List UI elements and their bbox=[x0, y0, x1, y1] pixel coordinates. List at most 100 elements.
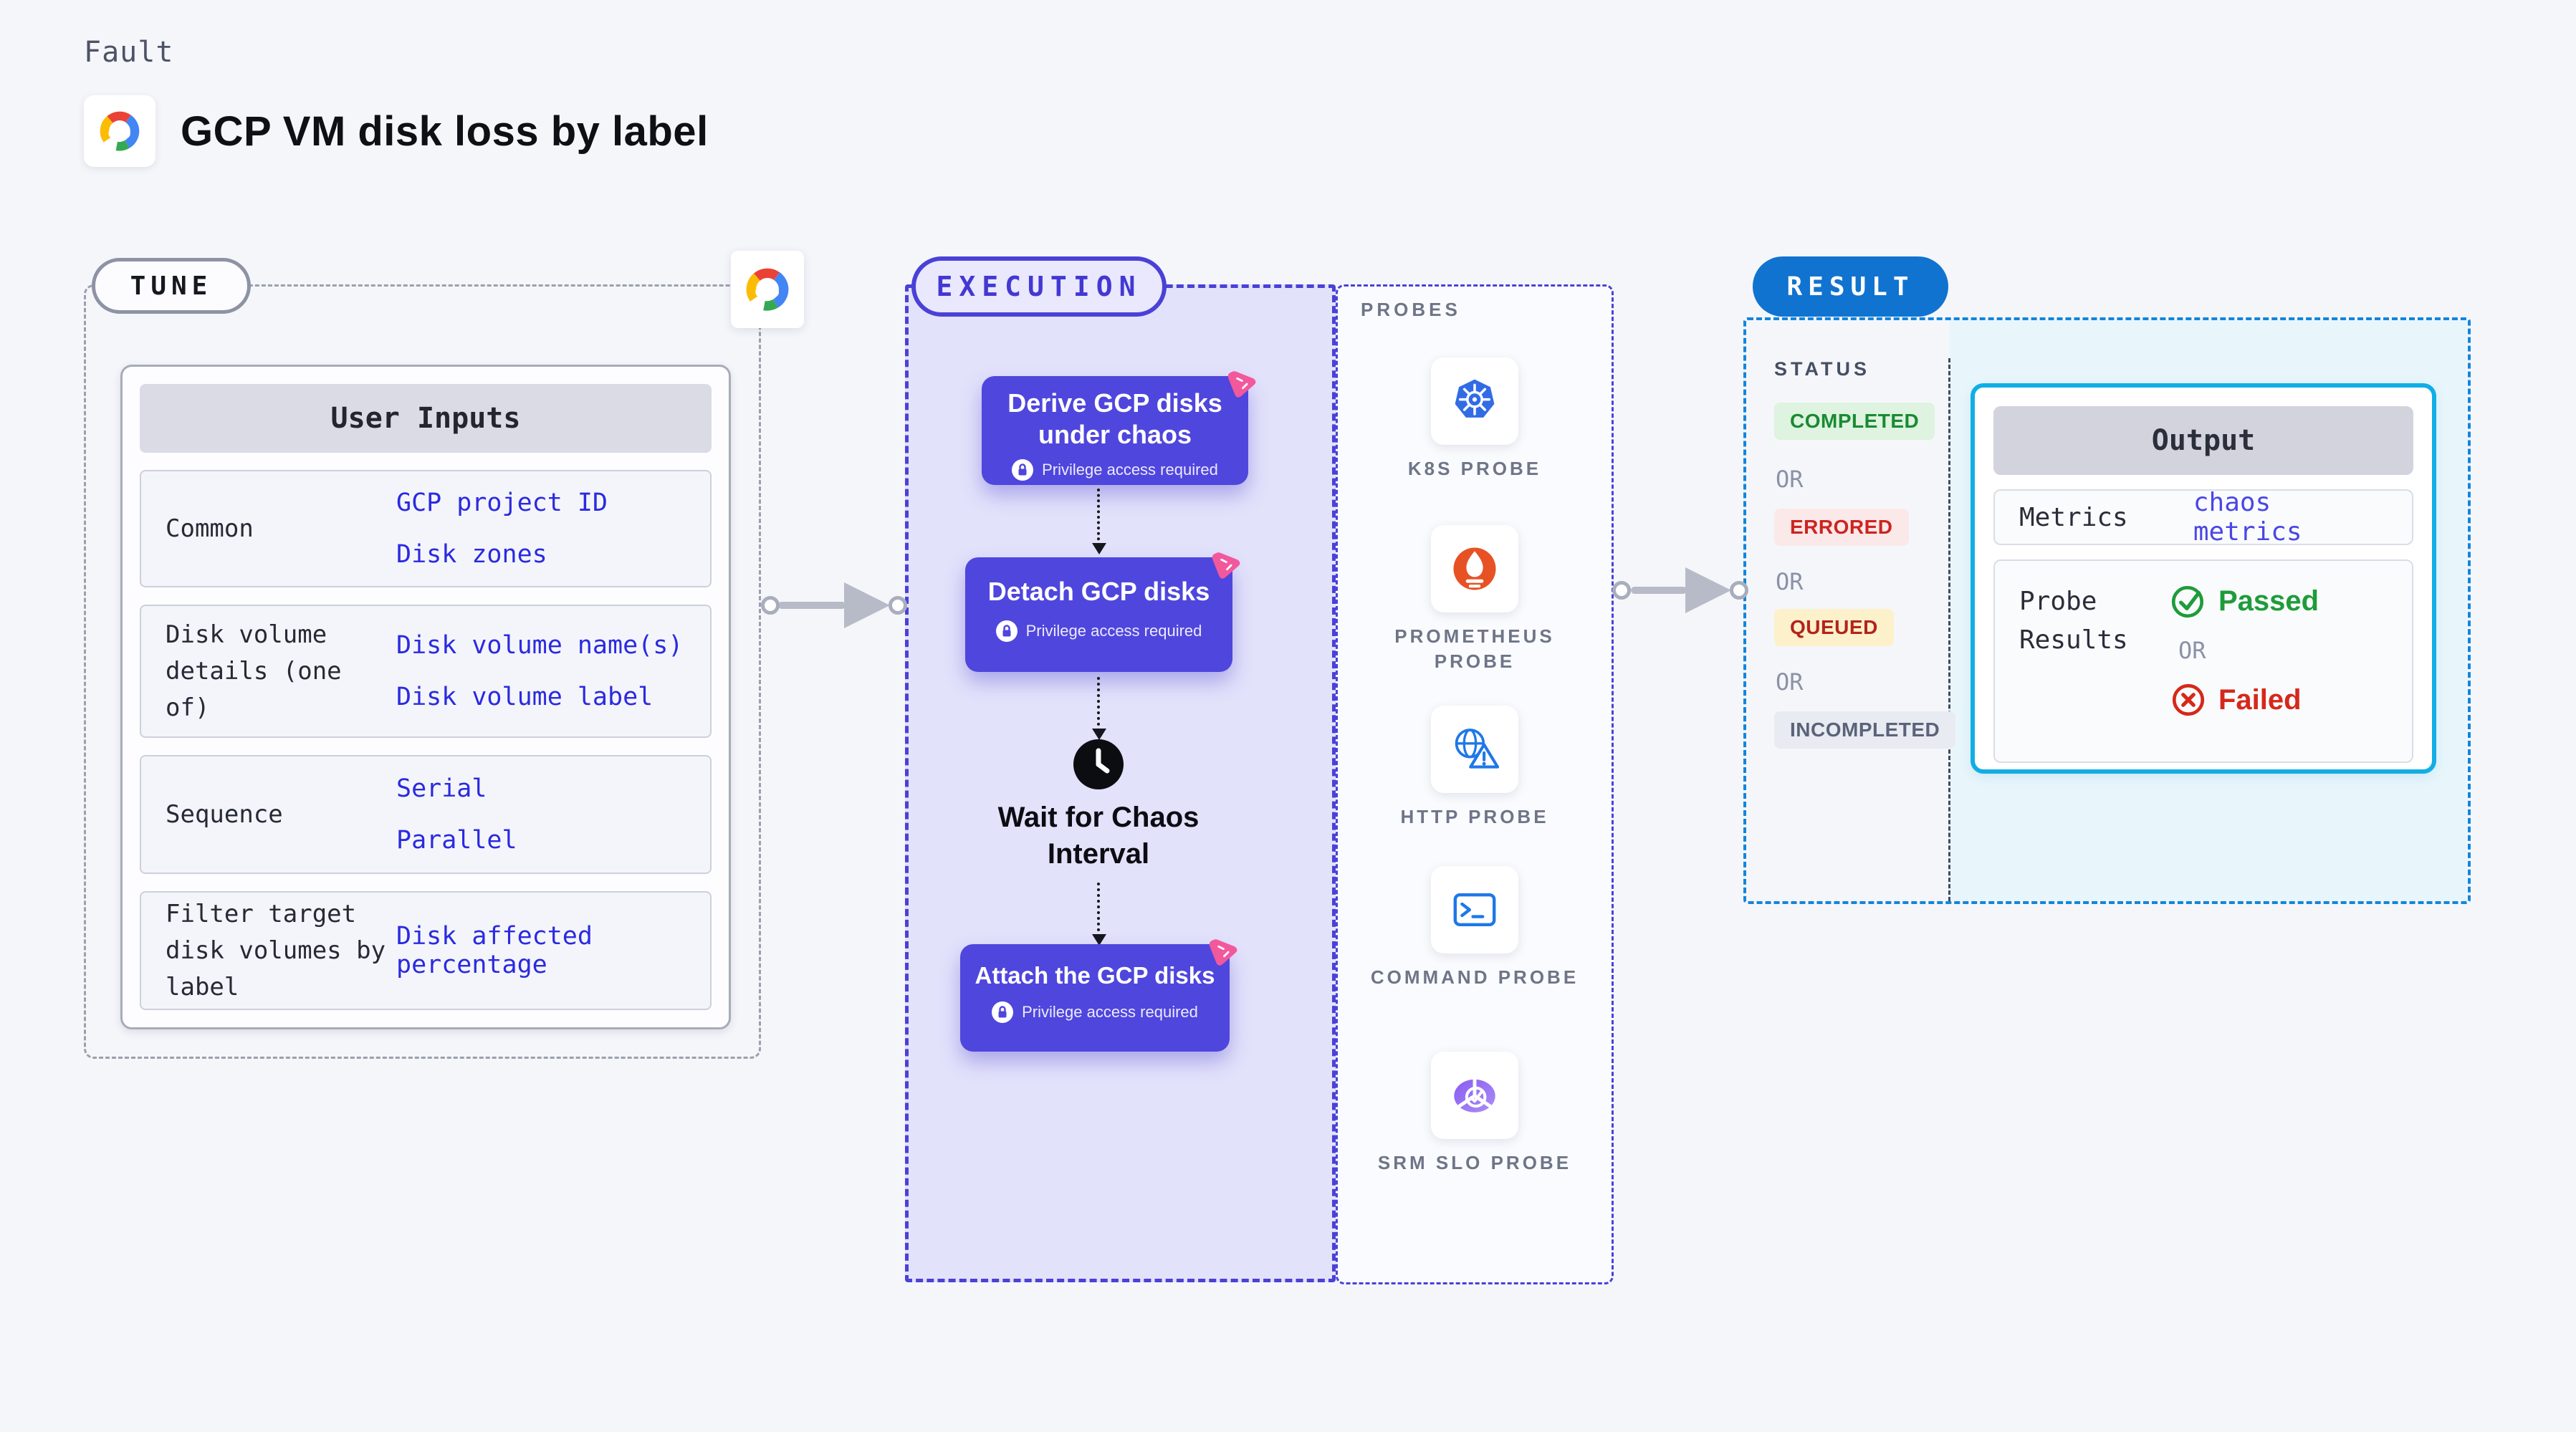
output-card: Output Metrics chaos metrics Probe Resul… bbox=[1971, 383, 2436, 774]
user-inputs-header: User Inputs bbox=[140, 384, 712, 453]
privilege-note: Privilege access required bbox=[982, 459, 1248, 481]
arrowhead-icon bbox=[844, 582, 890, 628]
flow-arrow-down bbox=[1092, 883, 1106, 946]
probe-label: COMMAND PROBE bbox=[1370, 966, 1579, 988]
chaos-pink-icon bbox=[1204, 544, 1244, 585]
gcp-logo-tile bbox=[84, 95, 155, 167]
probe-item-k8s[interactable]: K8S PROBE bbox=[1336, 357, 1614, 481]
or-label: OR bbox=[1776, 466, 1804, 493]
step-title: Derive GCP disks under chaos bbox=[1007, 388, 1222, 449]
srm-slo-icon bbox=[1445, 1066, 1504, 1125]
privilege-note: Privilege access required bbox=[965, 620, 1232, 642]
probe-tile bbox=[1431, 525, 1518, 612]
execution-badge: EXECUTION bbox=[911, 256, 1167, 317]
row-values: Disk affected percentage bbox=[396, 893, 710, 1009]
probe-tile bbox=[1431, 1052, 1518, 1139]
gcp-cloud-icon bbox=[92, 105, 148, 157]
connector-dot bbox=[761, 596, 780, 615]
step-detach-gcp-disks[interactable]: Detach GCP disks Privilege access requir… bbox=[965, 557, 1232, 672]
status-badge-errored: ERRORED bbox=[1774, 509, 1909, 546]
status-badge-completed: COMPLETED bbox=[1774, 403, 1935, 440]
http-globe-icon bbox=[1445, 720, 1504, 779]
lock-icon bbox=[1012, 459, 1033, 481]
result-divider bbox=[1948, 358, 1950, 901]
privilege-note-label: Privilege access required bbox=[1042, 460, 1218, 479]
step-title: Detach GCP disks bbox=[987, 577, 1210, 606]
or-label: OR bbox=[2178, 637, 2206, 664]
row-value[interactable]: GCP project ID bbox=[396, 489, 608, 517]
prometheus-icon bbox=[1445, 539, 1504, 598]
output-header: Output bbox=[1993, 406, 2413, 475]
row-value[interactable]: Parallel bbox=[396, 826, 517, 855]
x-circle-icon bbox=[2170, 681, 2207, 719]
page-eyebrow: Fault bbox=[84, 36, 174, 69]
probe-label: PROMETHEUS PROBE bbox=[1394, 625, 1555, 673]
wait-interval-label: Wait for Chaos Interval bbox=[997, 802, 1200, 870]
or-label: OR bbox=[1776, 568, 1804, 595]
wait-clock-icon bbox=[1073, 739, 1124, 789]
probe-label: K8S PROBE bbox=[1407, 458, 1542, 479]
probe-item-http[interactable]: HTTP PROBE bbox=[1336, 706, 1614, 830]
step-derive-gcp-disks[interactable]: Derive GCP disks under chaos Privilege a… bbox=[982, 376, 1248, 485]
probe-item-command[interactable]: COMMAND PROBE bbox=[1336, 866, 1614, 990]
check-circle-icon bbox=[2170, 582, 2207, 620]
probes-heading: PROBES bbox=[1361, 299, 1461, 320]
step-attach-gcp-disks[interactable]: Attach the GCP disks Privilege access re… bbox=[960, 944, 1230, 1052]
connector-dot bbox=[1612, 581, 1631, 600]
table-row: Disk volume details (one of) Disk volume… bbox=[140, 605, 712, 738]
row-value[interactable]: Disk affected percentage bbox=[396, 922, 593, 979]
probe-item-srm-slo[interactable]: SRM SLO PROBE bbox=[1336, 1052, 1614, 1176]
row-label: Sequence bbox=[166, 799, 283, 829]
metrics-value[interactable]: chaos metrics bbox=[2193, 488, 2302, 547]
gcp-cloud-icon bbox=[737, 261, 798, 317]
connector-dot bbox=[1730, 581, 1748, 600]
lock-icon bbox=[996, 620, 1018, 642]
privilege-note-label: Privilege access required bbox=[1025, 621, 1202, 640]
row-values: GCP project ID Disk zones bbox=[396, 471, 710, 586]
flow-arrow-down bbox=[1092, 677, 1106, 740]
step-title: Attach the GCP disks bbox=[975, 962, 1215, 989]
result-badge: RESULT bbox=[1753, 256, 1948, 317]
lock-icon bbox=[992, 1001, 1013, 1023]
arrowhead-icon bbox=[1685, 567, 1731, 613]
privilege-note: Privilege access required bbox=[960, 1001, 1230, 1023]
tune-badge: TUNE bbox=[92, 258, 251, 314]
probe-results-row: Probe Results Passed OR Failed bbox=[1993, 559, 2413, 763]
row-label: Disk volume details (one of) bbox=[166, 620, 342, 722]
row-values: Disk volume name(s) Disk volume label bbox=[396, 606, 710, 736]
row-value[interactable]: Disk volume name(s) bbox=[396, 631, 684, 660]
privilege-note-label: Privilege access required bbox=[1022, 1003, 1198, 1022]
connector-dot bbox=[889, 596, 907, 615]
status-badge-incompleted: INCOMPLETED bbox=[1774, 711, 1956, 749]
row-value[interactable]: Serial bbox=[396, 774, 487, 803]
failed-line: Failed bbox=[2170, 681, 2319, 719]
metrics-label: Metrics bbox=[2019, 502, 2128, 532]
row-value[interactable]: Disk volume label bbox=[396, 683, 653, 711]
probe-label: SRM SLO PROBE bbox=[1377, 1152, 1572, 1173]
table-row: Sequence Serial Parallel bbox=[140, 755, 712, 874]
probe-results-values: Passed OR Failed bbox=[2170, 582, 2319, 761]
chaos-pink-icon bbox=[1201, 931, 1241, 971]
row-label: Filter target disk volumes by label bbox=[166, 899, 386, 1001]
probe-tile bbox=[1431, 706, 1518, 793]
chaos-pink-icon bbox=[1220, 363, 1260, 403]
connector-line bbox=[778, 602, 846, 609]
probe-item-prometheus[interactable]: PROMETHEUS PROBE bbox=[1336, 525, 1614, 674]
gcp-connector-tile bbox=[731, 251, 804, 328]
probe-tile bbox=[1431, 357, 1518, 445]
connector-line bbox=[1631, 587, 1687, 594]
or-label: OR bbox=[1776, 668, 1804, 696]
kubernetes-icon bbox=[1447, 373, 1503, 429]
row-values: Serial Parallel bbox=[396, 756, 710, 873]
passed-line: Passed bbox=[2170, 582, 2319, 620]
failed-label: Failed bbox=[2218, 683, 2302, 716]
flow-arrow-down bbox=[1092, 489, 1106, 554]
table-row: Filter target disk volumes by label Disk… bbox=[140, 891, 712, 1010]
row-value[interactable]: Disk zones bbox=[396, 540, 547, 569]
row-label: Common bbox=[166, 514, 254, 543]
tune-panel bbox=[84, 284, 761, 1059]
user-inputs-card: User Inputs Common GCP project ID Disk z… bbox=[120, 365, 731, 1029]
table-row: Common GCP project ID Disk zones bbox=[140, 470, 712, 587]
result-panel bbox=[1743, 317, 2471, 904]
